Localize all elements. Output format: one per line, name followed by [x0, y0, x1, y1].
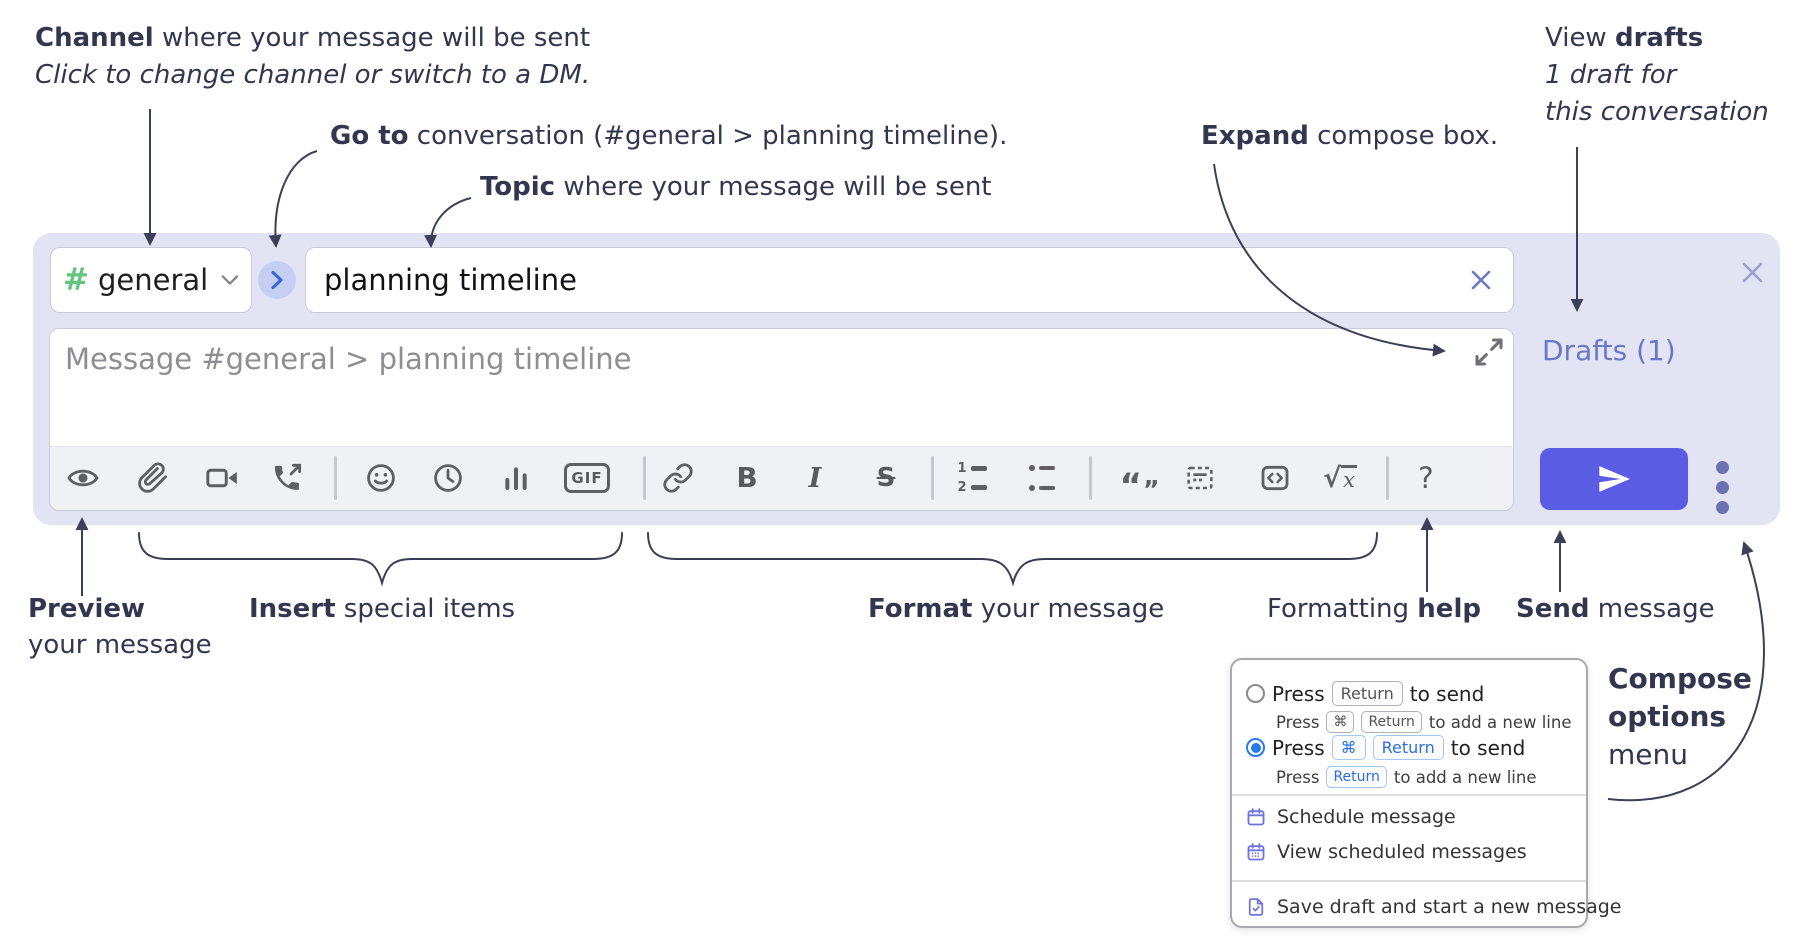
annotation-topic: Topic where your message will be sent [480, 172, 992, 202]
clear-topic-icon[interactable] [1467, 266, 1495, 294]
message-placeholder: Message #general > planning timeline [65, 342, 632, 376]
spoiler-icon[interactable] [1183, 461, 1217, 495]
kbd-cmd: ⌘ [1331, 735, 1366, 760]
drafts-link[interactable]: Drafts (1) [1542, 334, 1676, 367]
toolbar-divider [334, 456, 337, 500]
radio-selected-icon[interactable] [1246, 738, 1265, 757]
annotation-send-message: Send message [1516, 594, 1715, 624]
bulleted-list-icon[interactable] [1025, 461, 1059, 495]
channel-name: general [97, 263, 209, 297]
calendar-list-icon [1247, 843, 1265, 861]
kbd-return: Return [1372, 735, 1444, 760]
video-call-icon[interactable] [205, 461, 239, 495]
gif-icon[interactable]: GIF [564, 463, 610, 493]
toolbar-divider [931, 456, 934, 500]
channel-selector[interactable]: # general [50, 247, 252, 313]
strikethrough-icon[interactable]: S [876, 463, 896, 493]
menu-item-view-scheduled[interactable]: View scheduled messages [1246, 841, 1527, 863]
annotation-expand: Expand compose box. [1201, 121, 1499, 151]
numbered-list-icon[interactable]: 1 2 [955, 461, 989, 495]
menu-item-schedule-message[interactable]: Schedule message [1246, 806, 1456, 828]
toolbar-divider [643, 456, 646, 500]
go-to-conversation-button[interactable] [258, 261, 296, 299]
menu-option-enter-hint: Press ⌘ Return to add a new line [1276, 711, 1572, 733]
compose-options-menu-button[interactable] [1716, 461, 1729, 514]
topic-field [305, 247, 1514, 313]
poll-icon[interactable] [499, 461, 533, 495]
quote-icon[interactable]: “ ” [1119, 466, 1160, 506]
file-check-icon [1248, 898, 1264, 916]
send-button[interactable] [1540, 448, 1688, 510]
annotation-format: Format your message [868, 594, 1165, 624]
attach-file-icon[interactable] [136, 461, 170, 495]
topic-input[interactable] [324, 263, 1467, 297]
bold-icon[interactable]: B [736, 461, 758, 494]
message-formatting-help-icon[interactable]: ? [1418, 460, 1434, 495]
close-compose-icon[interactable] [1737, 257, 1768, 288]
menu-option-enter-to-send[interactable]: Press Return to send [1246, 681, 1484, 706]
menu-option-cmd-enter-to-send[interactable]: Press ⌘ Return to send [1246, 735, 1525, 760]
calendar-icon [1247, 808, 1265, 826]
emoji-icon[interactable] [364, 461, 398, 495]
radio-unselected-icon[interactable] [1246, 684, 1265, 703]
toolbar-divider [1386, 456, 1389, 500]
gif-label: GIF [571, 469, 603, 487]
annotation-formatting-help: Formatting help [1267, 594, 1481, 624]
menu-divider [1232, 794, 1586, 796]
menu-divider [1232, 880, 1586, 882]
schedule-clock-icon[interactable] [431, 461, 465, 495]
link-icon[interactable] [661, 461, 695, 495]
kbd-return: Return [1331, 681, 1403, 706]
send-options-menu: Press Return to send Press ⌘ Return to a… [1230, 658, 1622, 928]
chevron-right-icon [271, 270, 283, 290]
italic-icon[interactable]: I [808, 462, 822, 494]
annotation-go-to: Go to conversation (#general > planning … [330, 121, 1008, 151]
kbd-return: Return [1326, 766, 1387, 788]
kbd-return: Return [1361, 711, 1422, 733]
chevron-down-icon [221, 275, 239, 285]
annotation-view-drafts: View drafts 1 draft for this conversatio… [1545, 23, 1769, 127]
menu-option-cmd-enter-hint: Press Return to add a new line [1276, 766, 1537, 788]
channel-hash-icon: # [63, 261, 89, 298]
annotation-preview: Preview your message [28, 594, 212, 660]
send-plane-icon [1599, 466, 1630, 492]
voice-call-icon[interactable] [270, 461, 304, 495]
kbd-cmd: ⌘ [1326, 711, 1355, 733]
annotation-insert: Insert special items [249, 594, 516, 624]
preview-eye-icon[interactable] [66, 461, 100, 495]
code-icon[interactable] [1258, 461, 1292, 495]
math-icon[interactable]: √x [1323, 462, 1357, 494]
menu-item-save-draft[interactable]: Save draft and start a new message [1246, 896, 1622, 918]
annotation-compose-options-menu: Compose options menu [1608, 662, 1752, 771]
expand-compose-icon[interactable] [1473, 336, 1505, 368]
toolbar-divider [1089, 456, 1092, 500]
annotation-channel: Channel where your message will be sent … [35, 23, 591, 90]
